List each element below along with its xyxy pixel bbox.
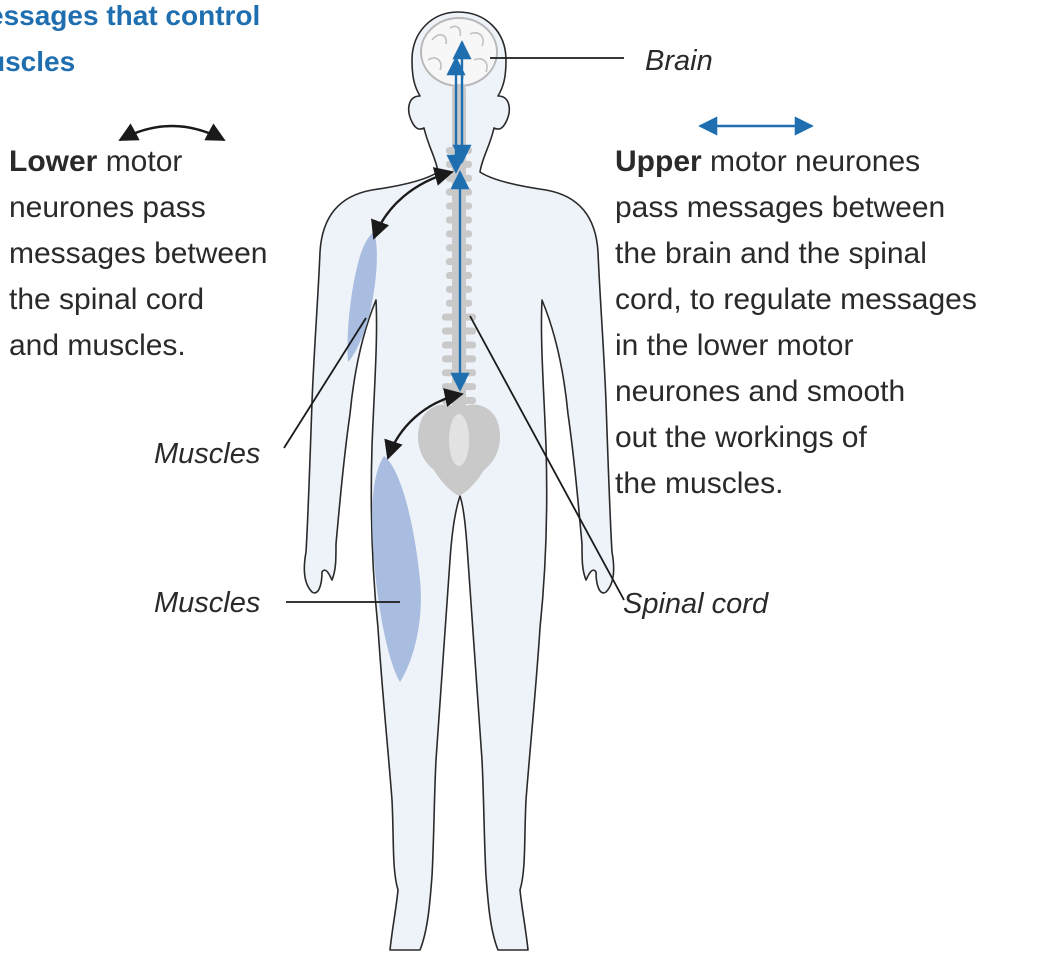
- lower-text-line-1: Lower motor: [9, 139, 268, 185]
- lower-text-line-5: and muscles.: [9, 323, 268, 369]
- vertebra: [446, 147, 472, 154]
- diagram-heading-line-2: uscles: [0, 48, 75, 76]
- upper-text-line-6: neurones and smooth: [615, 369, 977, 415]
- lower-keyword: Lower: [9, 145, 97, 178]
- upper-text-line-1: Upper motor neurones: [615, 139, 977, 185]
- upper-motor-neurone-description: Upper motor neurones pass messages betwe…: [615, 139, 977, 507]
- diagram-heading-line-1: essages that control: [0, 2, 260, 30]
- lower-text-line-2: neurones pass: [9, 185, 268, 231]
- upper-text-line-2: pass messages between: [615, 185, 977, 231]
- upper-text-line-8: the muscles.: [615, 461, 977, 507]
- lower-legend-arrow: [120, 126, 224, 140]
- vertebra: [446, 161, 472, 168]
- lower-motor-neurone-description: Lower motor neurones pass messages betwe…: [9, 139, 268, 369]
- lower-text-line-1-rest: motor: [97, 145, 182, 178]
- upper-text-line-7: out the workings of: [615, 415, 977, 461]
- upper-text-line-4: cord, to regulate messages: [615, 277, 977, 323]
- upper-text-line-5: in the lower motor: [615, 323, 977, 369]
- brain-label: Brain: [645, 47, 713, 76]
- lower-text-line-3: messages between: [9, 231, 268, 277]
- arm-muscles-label: Muscles: [154, 440, 260, 469]
- spinal-cord-label: Spinal cord: [623, 590, 768, 619]
- lower-text-line-4: the spinal cord: [9, 277, 268, 323]
- sacrum: [449, 414, 469, 466]
- upper-text-line-1-rest: motor neurones: [702, 145, 920, 178]
- upper-text-line-3: the brain and the spinal: [615, 231, 977, 277]
- upper-keyword: Upper: [615, 145, 702, 178]
- leg-muscles-label: Muscles: [154, 589, 260, 618]
